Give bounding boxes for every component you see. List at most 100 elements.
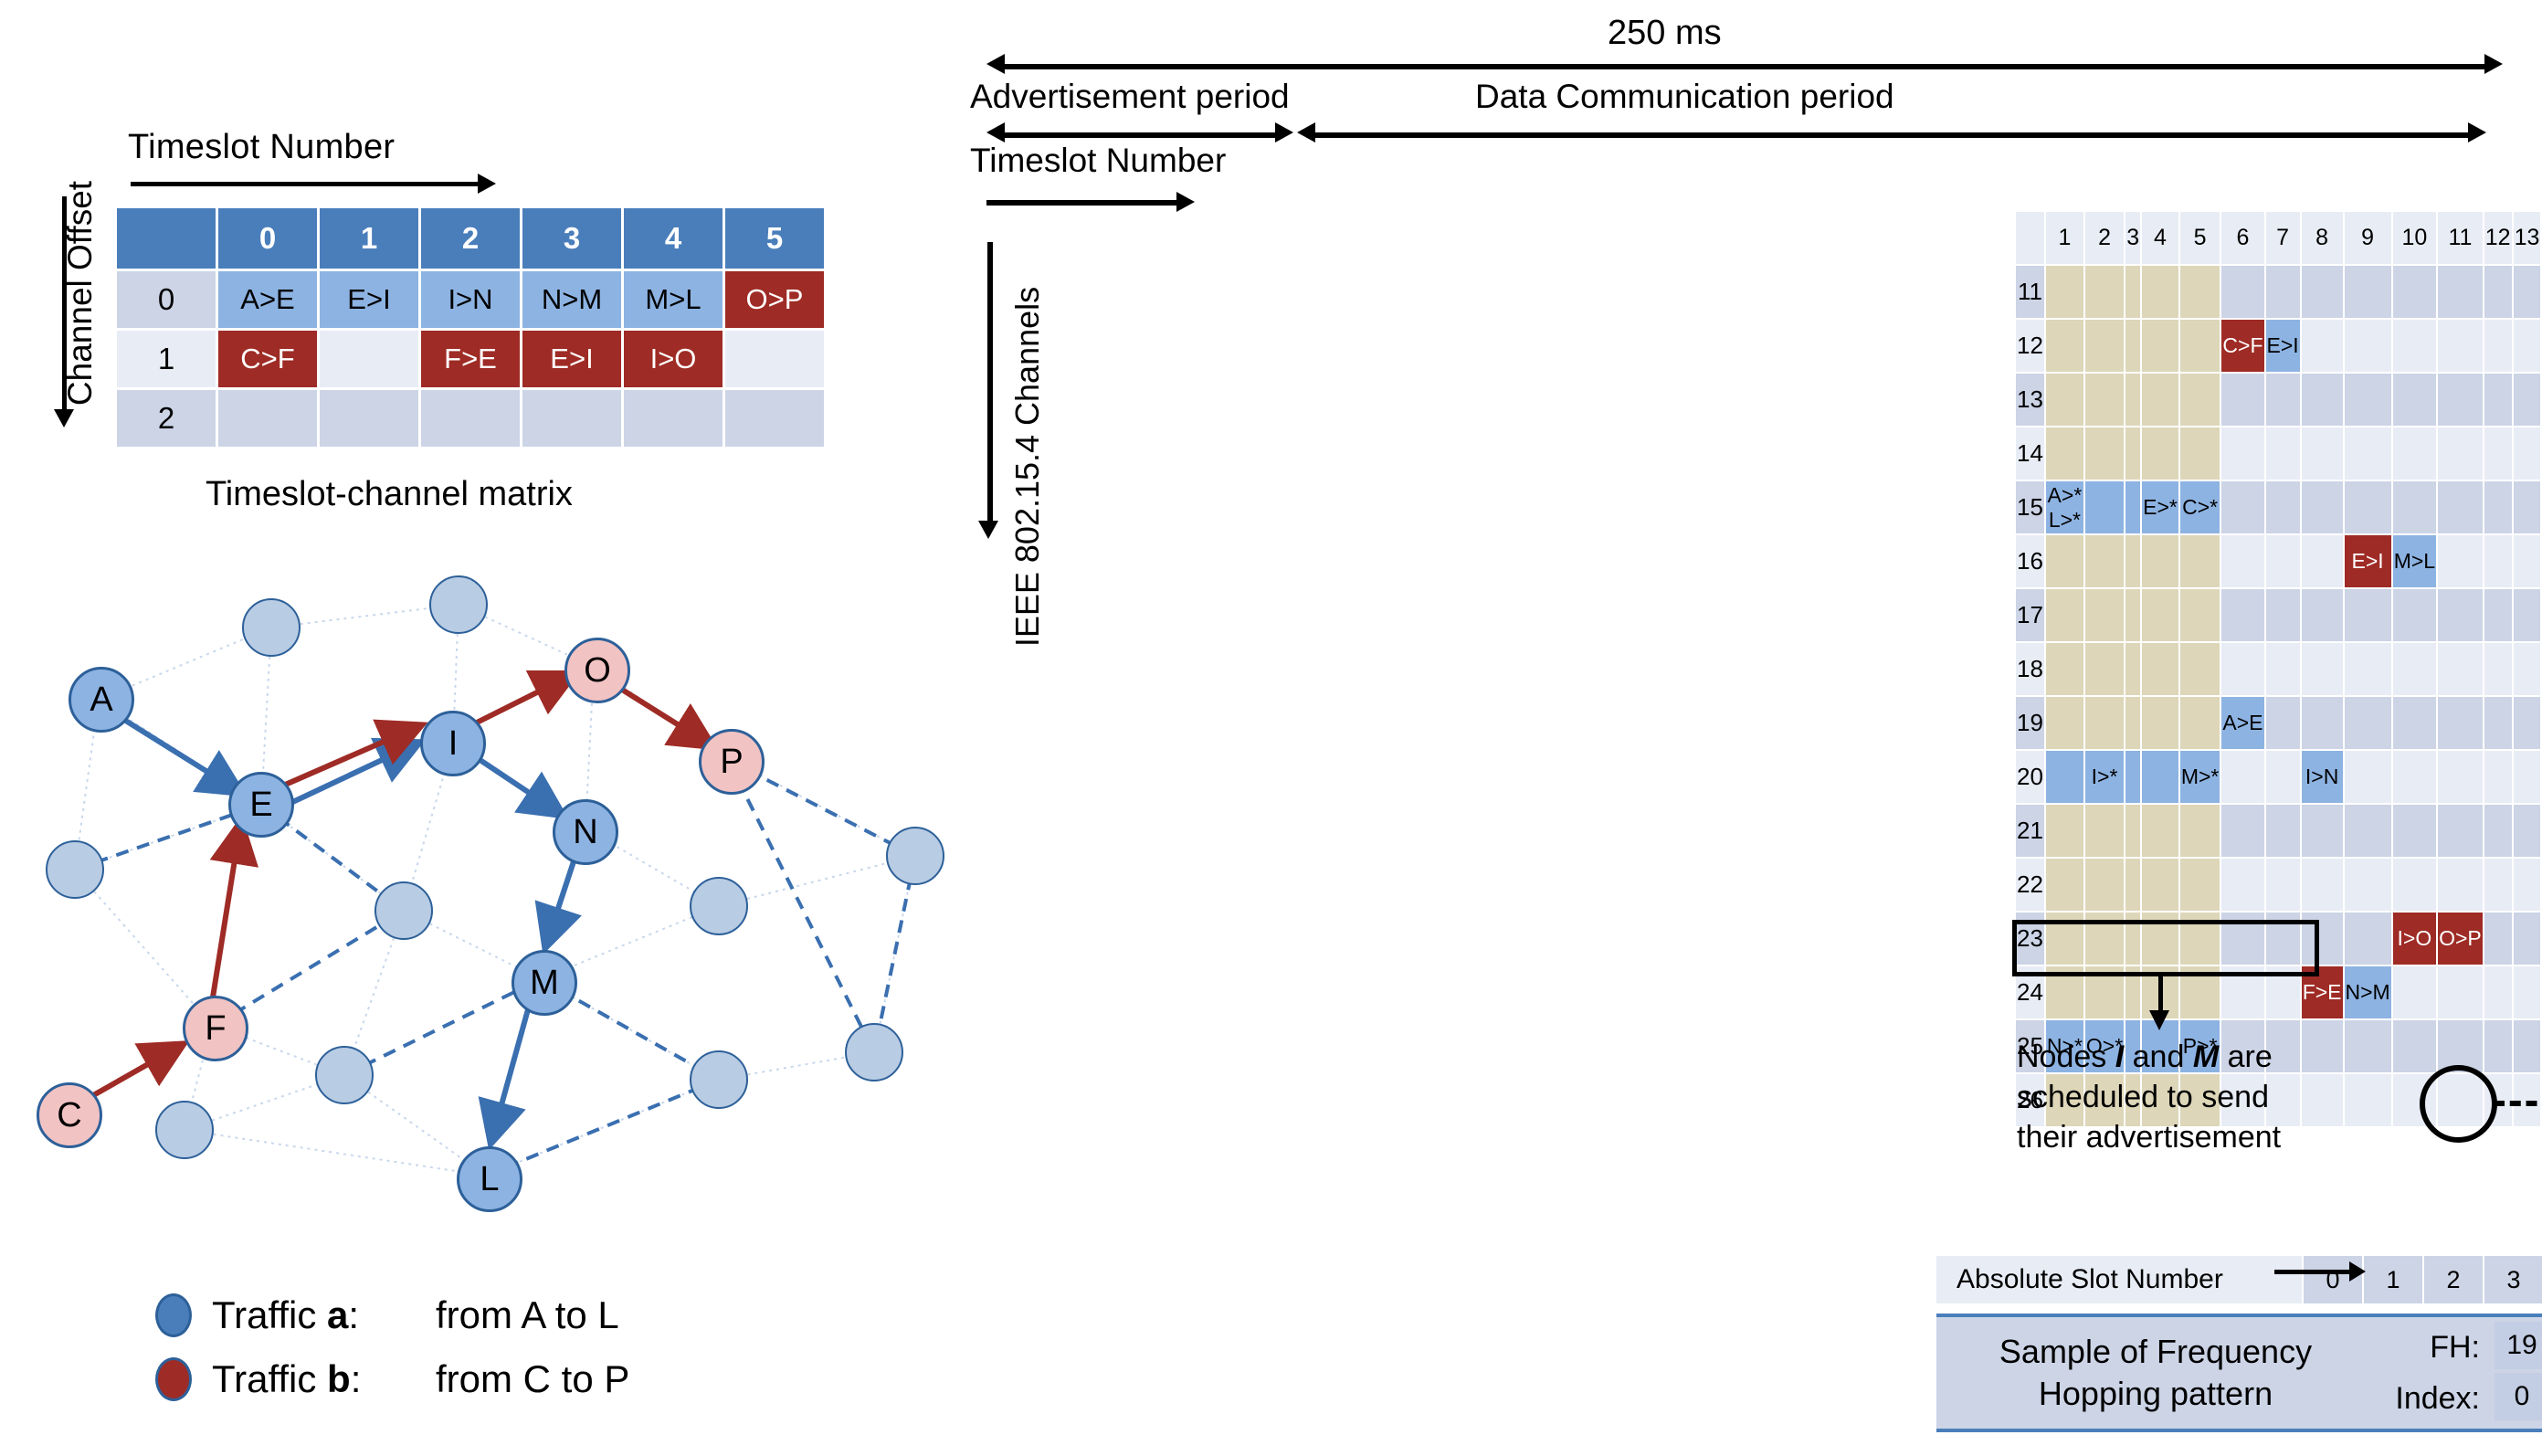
grid-cell-ch22-ts3[interactable] [2125, 859, 2141, 911]
grid-cell-ch26-ts3[interactable] [2125, 1074, 2141, 1126]
grid-cell-ch14-ts5[interactable] [2179, 427, 2220, 480]
grid-cell-ch15-ts10[interactable] [2392, 481, 2437, 533]
grid-cell-ch25-ts10[interactable] [2392, 1020, 2437, 1072]
graph-node-F[interactable]: F [183, 996, 248, 1061]
grid-cell-ch22-ts13[interactable] [2513, 859, 2541, 911]
grid-cell-ch25-ts9[interactable] [2344, 1020, 2391, 1072]
grid-cell-ch20-ts3[interactable] [2125, 751, 2141, 803]
graph-node-plain-8[interactable] [155, 1101, 214, 1159]
grid-cell-ch26-ts2[interactable] [2084, 1074, 2125, 1126]
grid-cell-ch18-ts3[interactable] [2125, 643, 2141, 695]
grid-cell-ch19-ts6[interactable]: A>E [2221, 697, 2264, 749]
grid-cell-ch16-ts7[interactable] [2265, 535, 2300, 587]
matrix-cell-r0-c4[interactable]: M>L [624, 271, 723, 328]
matrix-cell-r0-c1[interactable]: E>I [320, 271, 418, 328]
grid-cell-ch15-ts6[interactable] [2221, 481, 2264, 533]
grid-cell-ch14-ts2[interactable] [2084, 427, 2125, 480]
grid-cell-ch26-ts1[interactable] [2045, 1074, 2083, 1126]
grid-cell-ch19-ts5[interactable] [2179, 697, 2220, 749]
grid-cell-ch14-ts7[interactable] [2265, 427, 2300, 480]
grid-cell-ch24-ts11[interactable] [2438, 966, 2483, 1018]
grid-cell-ch20-ts7[interactable] [2265, 751, 2300, 803]
grid-cell-ch22-ts12[interactable] [2484, 859, 2512, 911]
grid-cell-ch13-ts2[interactable] [2084, 374, 2125, 426]
graph-node-M[interactable]: M [512, 950, 577, 1016]
grid-cell-ch22-ts10[interactable] [2392, 859, 2437, 911]
grid-cell-ch14-ts13[interactable] [2513, 427, 2541, 480]
grid-cell-ch14-ts1[interactable] [2045, 427, 2083, 480]
grid-cell-ch25-ts1[interactable]: N>* [2045, 1020, 2083, 1072]
grid-cell-ch21-ts2[interactable] [2084, 805, 2125, 857]
grid-cell-ch16-ts5[interactable] [2179, 535, 2220, 587]
grid-cell-ch14-ts9[interactable] [2344, 427, 2391, 480]
matrix-cell-r1-c0[interactable]: C>F [218, 331, 317, 387]
graph-node-plain-5[interactable] [690, 877, 748, 935]
grid-cell-ch23-ts12[interactable] [2484, 913, 2512, 965]
grid-cell-ch25-ts7[interactable] [2265, 1020, 2300, 1072]
grid-cell-ch22-ts8[interactable] [2301, 859, 2343, 911]
grid-cell-ch21-ts13[interactable] [2513, 805, 2541, 857]
grid-cell-ch25-ts6[interactable] [2221, 1020, 2264, 1072]
grid-cell-ch11-ts9[interactable] [2344, 266, 2391, 318]
grid-cell-ch11-ts7[interactable] [2265, 266, 2300, 318]
grid-cell-ch15-ts1[interactable]: A>*L>* [2045, 481, 2083, 533]
grid-cell-ch21-ts1[interactable] [2045, 805, 2083, 857]
grid-cell-ch22-ts2[interactable] [2084, 859, 2125, 911]
grid-cell-ch23-ts11[interactable]: O>P [2438, 913, 2483, 965]
grid-cell-ch19-ts13[interactable] [2513, 697, 2541, 749]
grid-cell-ch12-ts9[interactable] [2344, 320, 2391, 372]
matrix-cell-r0-c3[interactable]: N>M [522, 271, 621, 328]
grid-cell-ch26-ts8[interactable] [2301, 1074, 2343, 1126]
grid-cell-ch19-ts3[interactable] [2125, 697, 2141, 749]
grid-cell-ch24-ts12[interactable] [2484, 966, 2512, 1018]
grid-cell-ch21-ts8[interactable] [2301, 805, 2343, 857]
grid-cell-ch11-ts1[interactable] [2045, 266, 2083, 318]
grid-cell-ch20-ts5[interactable]: M>* [2179, 751, 2220, 803]
matrix-cell-r2-c4[interactable] [624, 390, 723, 447]
grid-cell-ch22-ts11[interactable] [2438, 859, 2483, 911]
grid-cell-ch17-ts5[interactable] [2179, 589, 2220, 641]
grid-cell-ch23-ts3[interactable] [2125, 913, 2141, 965]
grid-cell-ch18-ts5[interactable] [2179, 643, 2220, 695]
matrix-cell-r1-c1[interactable] [320, 331, 418, 387]
grid-cell-ch16-ts10[interactable]: M>L [2392, 535, 2437, 587]
grid-cell-ch18-ts11[interactable] [2438, 643, 2483, 695]
matrix-cell-r2-c1[interactable] [320, 390, 418, 447]
grid-cell-ch12-ts10[interactable] [2392, 320, 2437, 372]
matrix-cell-r1-c5[interactable] [725, 331, 824, 387]
graph-node-E[interactable]: E [228, 772, 294, 838]
grid-cell-ch17-ts12[interactable] [2484, 589, 2512, 641]
grid-cell-ch22-ts4[interactable] [2142, 859, 2178, 911]
grid-cell-ch25-ts8[interactable] [2301, 1020, 2343, 1072]
grid-cell-ch13-ts5[interactable] [2179, 374, 2220, 426]
grid-cell-ch22-ts7[interactable] [2265, 859, 2300, 911]
grid-cell-ch19-ts11[interactable] [2438, 697, 2483, 749]
grid-cell-ch19-ts4[interactable] [2142, 697, 2178, 749]
grid-cell-ch14-ts12[interactable] [2484, 427, 2512, 480]
grid-cell-ch16-ts8[interactable] [2301, 535, 2343, 587]
grid-cell-ch20-ts11[interactable] [2438, 751, 2483, 803]
grid-cell-ch17-ts3[interactable] [2125, 589, 2141, 641]
matrix-cell-r1-c2[interactable]: F>E [421, 331, 520, 387]
grid-cell-ch21-ts5[interactable] [2179, 805, 2220, 857]
grid-cell-ch15-ts12[interactable] [2484, 481, 2512, 533]
grid-cell-ch15-ts5[interactable]: C>* [2179, 481, 2220, 533]
grid-cell-ch26-ts4[interactable] [2142, 1074, 2178, 1126]
matrix-cell-r2-c2[interactable] [421, 390, 520, 447]
grid-cell-ch13-ts7[interactable] [2265, 374, 2300, 426]
grid-cell-ch17-ts9[interactable] [2344, 589, 2391, 641]
grid-cell-ch11-ts11[interactable] [2438, 266, 2483, 318]
grid-cell-ch24-ts10[interactable] [2392, 966, 2437, 1018]
grid-cell-ch17-ts11[interactable] [2438, 589, 2483, 641]
grid-cell-ch13-ts4[interactable] [2142, 374, 2178, 426]
grid-cell-ch26-ts9[interactable] [2344, 1074, 2391, 1126]
grid-cell-ch21-ts11[interactable] [2438, 805, 2483, 857]
grid-cell-ch13-ts1[interactable] [2045, 374, 2083, 426]
grid-cell-ch18-ts10[interactable] [2392, 643, 2437, 695]
grid-cell-ch16-ts11[interactable] [2438, 535, 2483, 587]
graph-node-A[interactable]: A [69, 667, 134, 733]
grid-cell-ch12-ts11[interactable] [2438, 320, 2483, 372]
grid-cell-ch21-ts3[interactable] [2125, 805, 2141, 857]
grid-cell-ch13-ts3[interactable] [2125, 374, 2141, 426]
grid-cell-ch21-ts10[interactable] [2392, 805, 2437, 857]
